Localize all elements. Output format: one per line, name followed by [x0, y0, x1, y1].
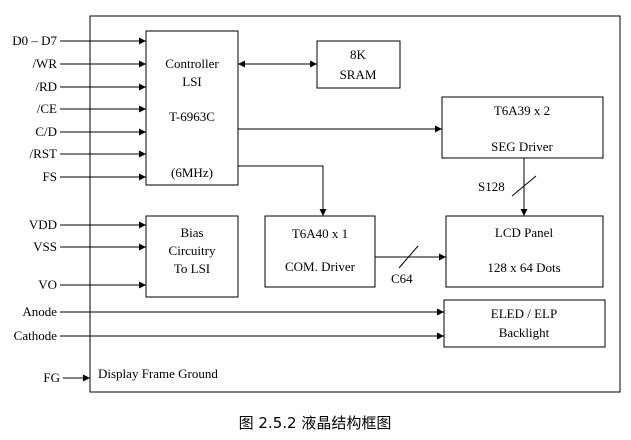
signal-vdd: VDD	[29, 217, 57, 232]
com-driver-model: T6A40 x 1	[292, 226, 348, 241]
bias-box	[145, 215, 239, 298]
signal-fg: FG	[43, 370, 60, 385]
signal-rst: /RST	[30, 146, 58, 161]
backlight-title: ELED / ELP	[491, 306, 557, 321]
signal-fs: FS	[43, 169, 57, 184]
signal-d0-d7: D0 – D7	[12, 33, 57, 48]
sram-label: SRAM	[340, 67, 377, 82]
bus-label-c64: C64	[391, 271, 413, 286]
figure-caption: 图 2.5.2 液晶结构框图	[239, 414, 392, 432]
signal-cathode: Cathode	[14, 328, 58, 343]
controller-box	[145, 30, 239, 186]
lcd-panel-title: LCD Panel	[495, 225, 554, 240]
sram-size: 8K	[350, 47, 367, 62]
bus-slash-s128	[511, 175, 537, 197]
com-driver-box	[264, 215, 376, 288]
signal-wr: /WR	[32, 56, 57, 71]
signal-ce: /CE	[37, 101, 57, 116]
bus-label-s128: S128	[478, 179, 505, 194]
backlight-box	[443, 299, 606, 348]
controller-clock: (6MHz)	[171, 165, 213, 180]
signal-vo: VO	[38, 277, 57, 292]
seg-driver-box	[441, 96, 604, 159]
signal-rd: /RD	[35, 79, 57, 94]
backlight-label: Backlight	[499, 325, 550, 340]
controller-subtitle: LSI	[182, 74, 202, 89]
bias-line3: To LSI	[174, 261, 210, 276]
bias-line2: Circuitry	[169, 243, 216, 258]
sram-box	[316, 40, 401, 89]
seg-driver-label: SEG Driver	[491, 139, 553, 154]
bias-line1: Bias	[180, 225, 203, 240]
frame-ground-label: Display Frame Ground	[98, 366, 218, 381]
seg-driver-model: T6A39 x 2	[494, 103, 550, 118]
controller-model: T-6963C	[169, 109, 215, 124]
controller-title: Controller	[165, 56, 219, 71]
signal-vss: VSS	[33, 239, 57, 254]
lcd-panel-box	[445, 215, 604, 288]
arrow-controller-com	[238, 165, 327, 216]
signal-anode: Anode	[22, 304, 57, 319]
signal-cd: C/D	[35, 124, 57, 139]
com-driver-label: COM. Driver	[285, 259, 356, 274]
bus-slash-c64	[398, 245, 419, 269]
lcd-panel-resolution: 128 x 64 Dots	[487, 260, 560, 275]
